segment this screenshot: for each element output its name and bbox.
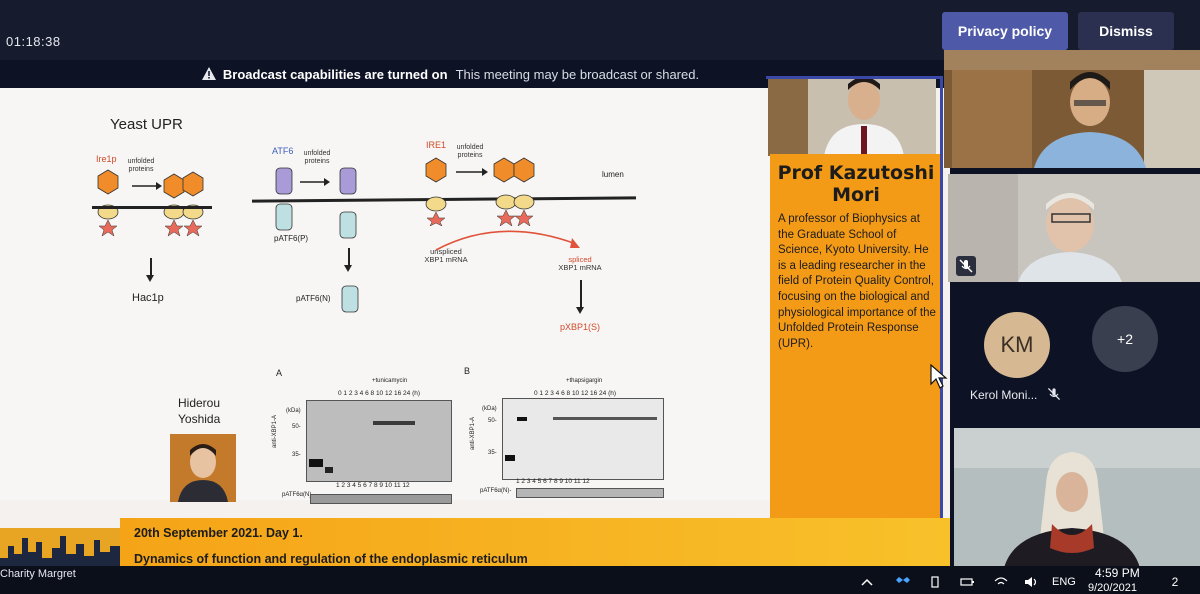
participant-3-figure [954,428,1200,568]
dropbox-icon[interactable] [896,576,910,588]
broadcast-notice: Broadcast capabilities are turned on Thi… [0,60,1050,88]
clock-date[interactable]: 9/20/2021 [1088,582,1137,594]
wifi-icon[interactable] [994,576,1008,588]
arrow-to-pxbp1s [577,280,583,314]
clock-time[interactable]: 4:59 PM [1095,566,1140,580]
yeast-membrane [92,206,212,209]
participant-video-3[interactable] [954,428,1200,568]
slide-title: Yeast UPR [110,116,183,133]
arrow-to-patf6n [345,248,351,272]
unfolded-label-1: unfolded proteins [127,158,155,173]
footer-date: 20th September 2021. Day 1. [134,526,303,540]
participant-2-figure [948,174,1200,282]
blot-b-treatment: +thapsigargin [566,378,603,384]
notice-text: This meeting may be broadcast or shared. [455,66,700,82]
blot-b-antibody: anti-XBP1-A [470,416,476,450]
blot-a-patf6: pATF6α(N) [282,492,312,498]
speaker-name: Prof Kazutoshi Mori [777,162,935,206]
blot-a-kda: (kDa) [286,408,301,414]
blot-a-image [306,400,452,482]
panel-a-label: A [276,368,283,378]
blot-b-lanes: 1 2 3 4 5 6 7 8 9 10 11 12 [516,478,590,485]
blot-a-35: 35- [292,452,301,458]
patf6n-label: pATF6(N) [296,294,331,303]
photo-name-2: Yoshida [178,412,221,426]
chevron-up-icon[interactable] [860,576,874,588]
presenter-figure [768,76,936,156]
unfolded-label-3: unfolded proteins [456,144,484,159]
participant-video-1[interactable] [944,50,1200,168]
spliced-label: spliced XBP1 mRNA [556,256,604,272]
blot-a-bands [307,401,451,481]
mic-off-icon [956,256,976,276]
footer-topic: Dynamics of function and regulation of t… [134,552,528,566]
language-indicator[interactable]: ENG [1052,576,1076,588]
atf6-label: ATF6 [272,146,294,156]
usb-icon[interactable] [928,576,942,588]
blot-b-strip [516,488,664,498]
spliced-sub: XBP1 mRNA [558,263,602,272]
warning-icon [201,67,216,80]
unspliced-sub: XBP1 mRNA [424,255,468,264]
blot-b-patf6: pATF6α(N)- [480,488,512,494]
mouse-cursor-icon [930,363,948,395]
upr-diagram: Yeast UPR Ire1p unfolded proteins Hac1p [0,88,780,504]
blot-b-35: 35- [488,450,497,456]
blot-b-image [502,398,664,480]
battery-icon[interactable] [960,576,974,588]
pxbp1s-label: pXBP1(S) [560,322,601,332]
arrow-to-hac1p [147,258,153,282]
notification-count: 2 [1171,575,1179,589]
patf6p-label: pATF6(P) [274,234,309,243]
presenter-video[interactable] [768,76,936,156]
splicing-arrow [435,230,580,251]
blot-a-treatment: +tunicamycin [372,378,408,384]
yoshida-photo [170,434,236,502]
presenter-label: Charity Margret [0,568,76,580]
participant-1-figure [944,50,1200,168]
person-photo-icon [170,434,236,502]
meeting-header: 01:18:38 Privacy policy Dismiss [0,0,1200,60]
hac1p-label: Hac1p [132,292,164,304]
participant-video-2[interactable] [948,174,1200,282]
blot-b-hours: 0 1 2 3 4 6 8 10 12 16 24 (h) [534,390,617,397]
blot-a-hours: 0 1 2 3 4 6 8 10 12 16 24 (h) [338,390,421,397]
dismiss-button[interactable]: Dismiss [1078,12,1174,50]
patf6n-figure [341,285,359,313]
participant-avatar[interactable]: KM [984,312,1050,378]
lumen-label: lumen [602,170,624,179]
participant-name: Kerol Moni... [970,388,1038,402]
blot-a-lanes: 1 2 3 4 5 6 7 8 9 10 11 12 [336,482,410,489]
participant-mic-off-icon [1046,386,1066,406]
photo-name-1: Hiderou [178,396,221,410]
blot-a-50: 50- [292,424,301,430]
meeting-timer: 01:18:38 [6,34,61,49]
more-participants-button[interactable]: +2 [1092,306,1158,372]
ire1-label: IRE1 [426,140,447,150]
slide-panel-border [766,76,943,566]
notification-center-button[interactable]: 2 [1164,572,1186,592]
unfolded-label-2: unfolded proteins [303,150,331,165]
notice-bold-text: Broadcast capabilities are turned on [222,66,448,82]
panel-b-label: B [464,366,471,376]
blot-a-antibody: anti-XBP1-A [272,414,278,448]
atf6-figure [275,167,357,239]
privacy-policy-button[interactable]: Privacy policy [942,12,1068,50]
spliced-title: spliced [568,255,592,264]
volume-icon[interactable] [1024,576,1038,588]
blot-b-bands [503,399,663,479]
unspliced-label: unspliced XBP1 mRNA [424,248,468,264]
ire1p-label: Ire1p [96,154,117,164]
unspliced-title: unspliced [430,247,462,256]
blot-b-kda: (kDa) [482,406,497,412]
ire1-figure [425,157,535,226]
speaker-info-panel: Prof Kazutoshi Mori A professor of Bioph… [770,154,942,558]
blot-a-strip [310,494,452,504]
speaker-bio: A professor of Biophysics at the Graduat… [778,213,936,350]
windows-taskbar [0,566,1200,594]
yeast-ire1p-figure [97,169,204,237]
blot-b-50: 50- [488,418,497,424]
